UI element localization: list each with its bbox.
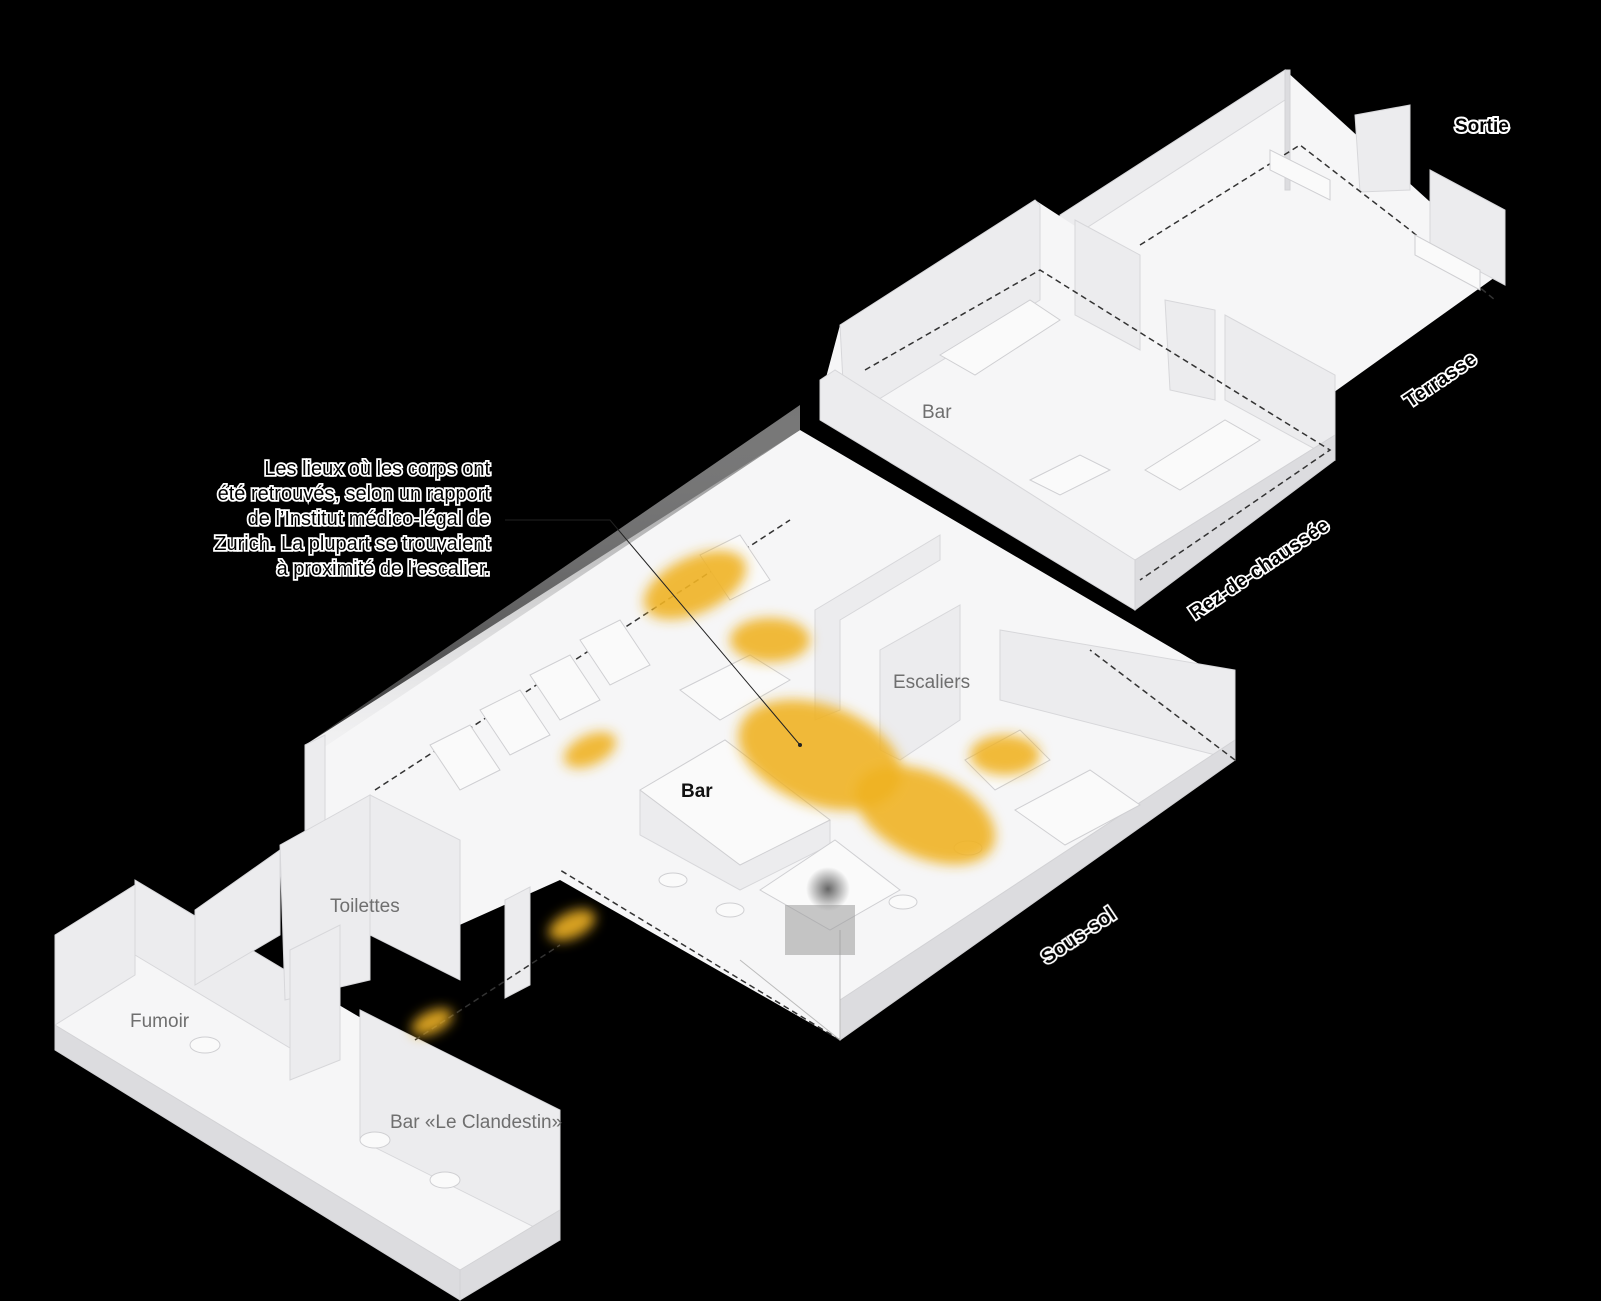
label-bar-main: Bar	[681, 781, 713, 802]
lower-left-rooms	[54, 794, 561, 1301]
label-sortie: Sortie	[1455, 116, 1509, 137]
label-terrasse: Terrasse	[1400, 348, 1480, 412]
annotation-text: Les lieux où les corps ont été retrouvés…	[213, 456, 493, 582]
ground-floor-area	[819, 199, 1336, 611]
annotation-line-4: Zurich. La plupart se trouvaient	[214, 533, 490, 555]
body-location-spots	[411, 550, 1040, 1036]
spot-left-hall	[563, 731, 617, 769]
annotation-line-5: à proximité de l’escalier.	[277, 558, 490, 580]
label-sous-sol: Sous-sol	[1037, 904, 1119, 969]
terrasse-area	[1059, 69, 1506, 395]
spot-center-left	[730, 618, 810, 662]
main-bar-counter	[639, 739, 831, 891]
label-bar-ground-floor: Bar	[922, 402, 952, 423]
label-bar-clandestin: Bar «Le Clandestin»	[390, 1112, 562, 1133]
annotation-line-2: été retrouvés, selon un rapport	[218, 483, 491, 505]
spot-clandestin-entry	[411, 1008, 453, 1036]
spot-dancefloor	[854, 765, 996, 865]
spot-sofa-top	[643, 550, 747, 620]
spot-corridor	[548, 909, 596, 941]
label-fumoir: Fumoir	[130, 1011, 190, 1032]
label-escaliers: Escaliers	[893, 672, 970, 693]
annotation-line-3: de l’Institut médico-légal de	[248, 508, 490, 530]
label-toilettes: Toilettes	[330, 896, 400, 917]
spot-right-sofa	[970, 735, 1040, 775]
annotation-line-1: Les lieux où les corps ont	[264, 458, 490, 480]
annotation-leader-line	[505, 519, 801, 746]
